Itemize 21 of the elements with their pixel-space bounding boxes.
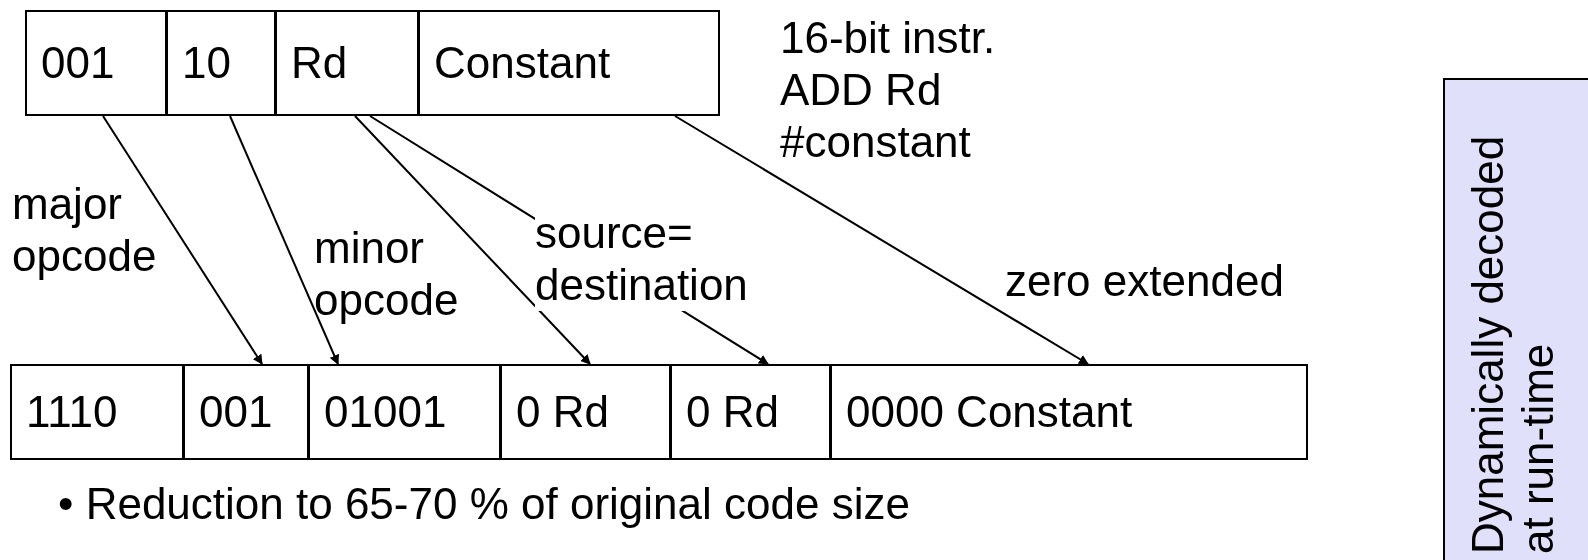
arrow [229,115,339,365]
note-text: Dynamically decoded at run-time [1463,134,1563,554]
caption-text: 16-bit instr. ADD Rd #constant [780,12,997,168]
field-label: zero extended [1005,255,1285,307]
arrow [354,115,591,365]
field-label: minor opcode [314,222,460,326]
bit-field: 0000 Constant [830,364,1308,460]
bit-field: 10 [166,10,276,116]
arrow [102,115,263,365]
arrow [674,115,1089,365]
bit-field: 01001 [308,364,501,460]
note-panel [1443,78,1588,560]
bit-field: 0 Rd [500,364,671,460]
bit-field: 1110 [10,364,184,460]
bit-field: 001 [25,10,167,116]
bit-field: 0 Rd [670,364,831,460]
bit-field: Rd [275,10,419,116]
bullet-text: • Reduction to 65-70 % of original code size [58,478,911,530]
bit-field: 001 [183,364,309,460]
bit-field: Constant [418,10,720,116]
field-label: major opcode [12,178,158,282]
